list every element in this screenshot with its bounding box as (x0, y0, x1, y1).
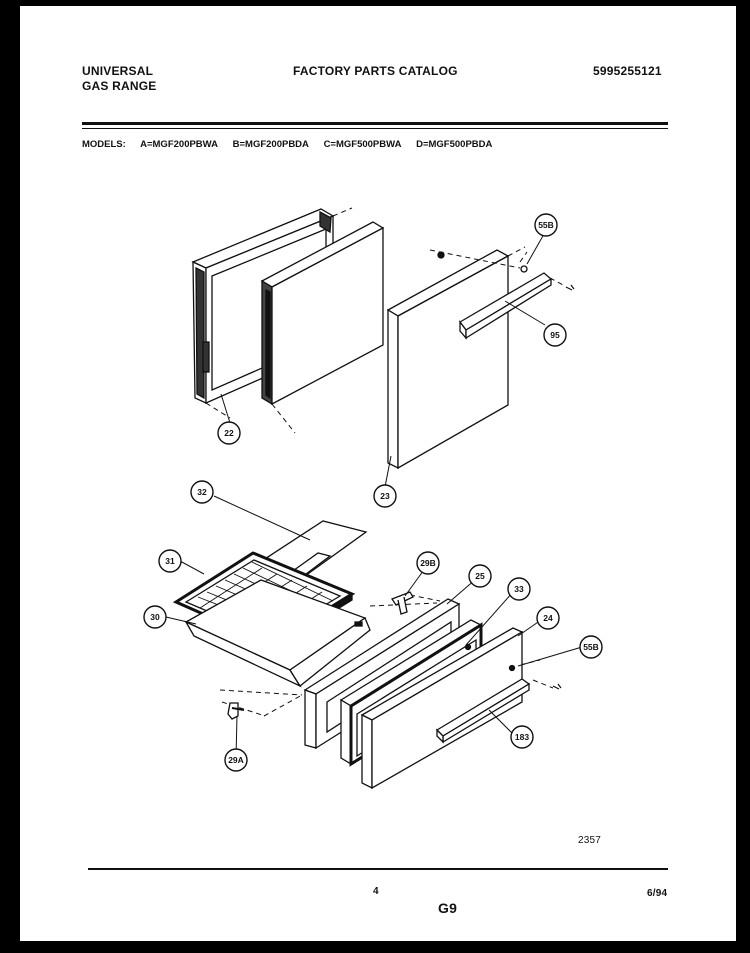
callout-23: 23 (380, 491, 390, 501)
callout-55b-top: 55B (538, 220, 554, 230)
section-code: G9 (438, 900, 458, 916)
callout-55b-bottom: 55B (583, 642, 599, 652)
broiler-door-outer (360, 627, 524, 790)
hinge-29a (227, 702, 245, 720)
callout-24: 24 (543, 613, 553, 623)
product-label: GAS RANGE (82, 79, 157, 93)
model-b: B=MGF200PBDA (232, 139, 309, 150)
catalog-title: FACTORY PARTS CATALOG (293, 64, 458, 78)
callout-30: 30 (150, 612, 160, 622)
diagram-number: 2357 (578, 835, 602, 846)
callout-32: 32 (197, 487, 207, 497)
callout-25: 25 (475, 571, 485, 581)
callout-95: 95 (550, 330, 560, 340)
callout-29a: 29A (228, 755, 244, 765)
brand-label: UNIVERSAL (82, 64, 154, 78)
callout-31: 31 (165, 556, 175, 566)
model-c: C=MGF500PBWA (323, 139, 402, 150)
model-d: D=MGF500PBDA (416, 139, 493, 150)
callout-22: 22 (224, 428, 234, 438)
hinge-29b (391, 591, 414, 615)
broiler-drawer-base (184, 579, 371, 688)
models-label: MODELS: (82, 139, 126, 150)
oven-door-liner-panel (260, 221, 385, 406)
broiler-door-handle (435, 678, 531, 744)
catalog-number: 5995255121 (593, 64, 662, 78)
callout-183: 183 (515, 732, 529, 742)
callout-33: 33 (514, 584, 524, 594)
models-line: MODELS: A=MGF200PBWA B=MGF200PBDA C=MGF5… (82, 139, 504, 150)
callout-29b: 29B (420, 558, 436, 568)
header-rule-thick (82, 122, 668, 125)
oven-door-outer-panel (386, 249, 510, 470)
revision-date: 6/94 (647, 888, 668, 899)
model-a: A=MGF200PBWA (140, 139, 218, 150)
page-number: 4 (373, 886, 379, 897)
header-rule-thin (82, 128, 668, 129)
footer-rule (88, 868, 668, 870)
